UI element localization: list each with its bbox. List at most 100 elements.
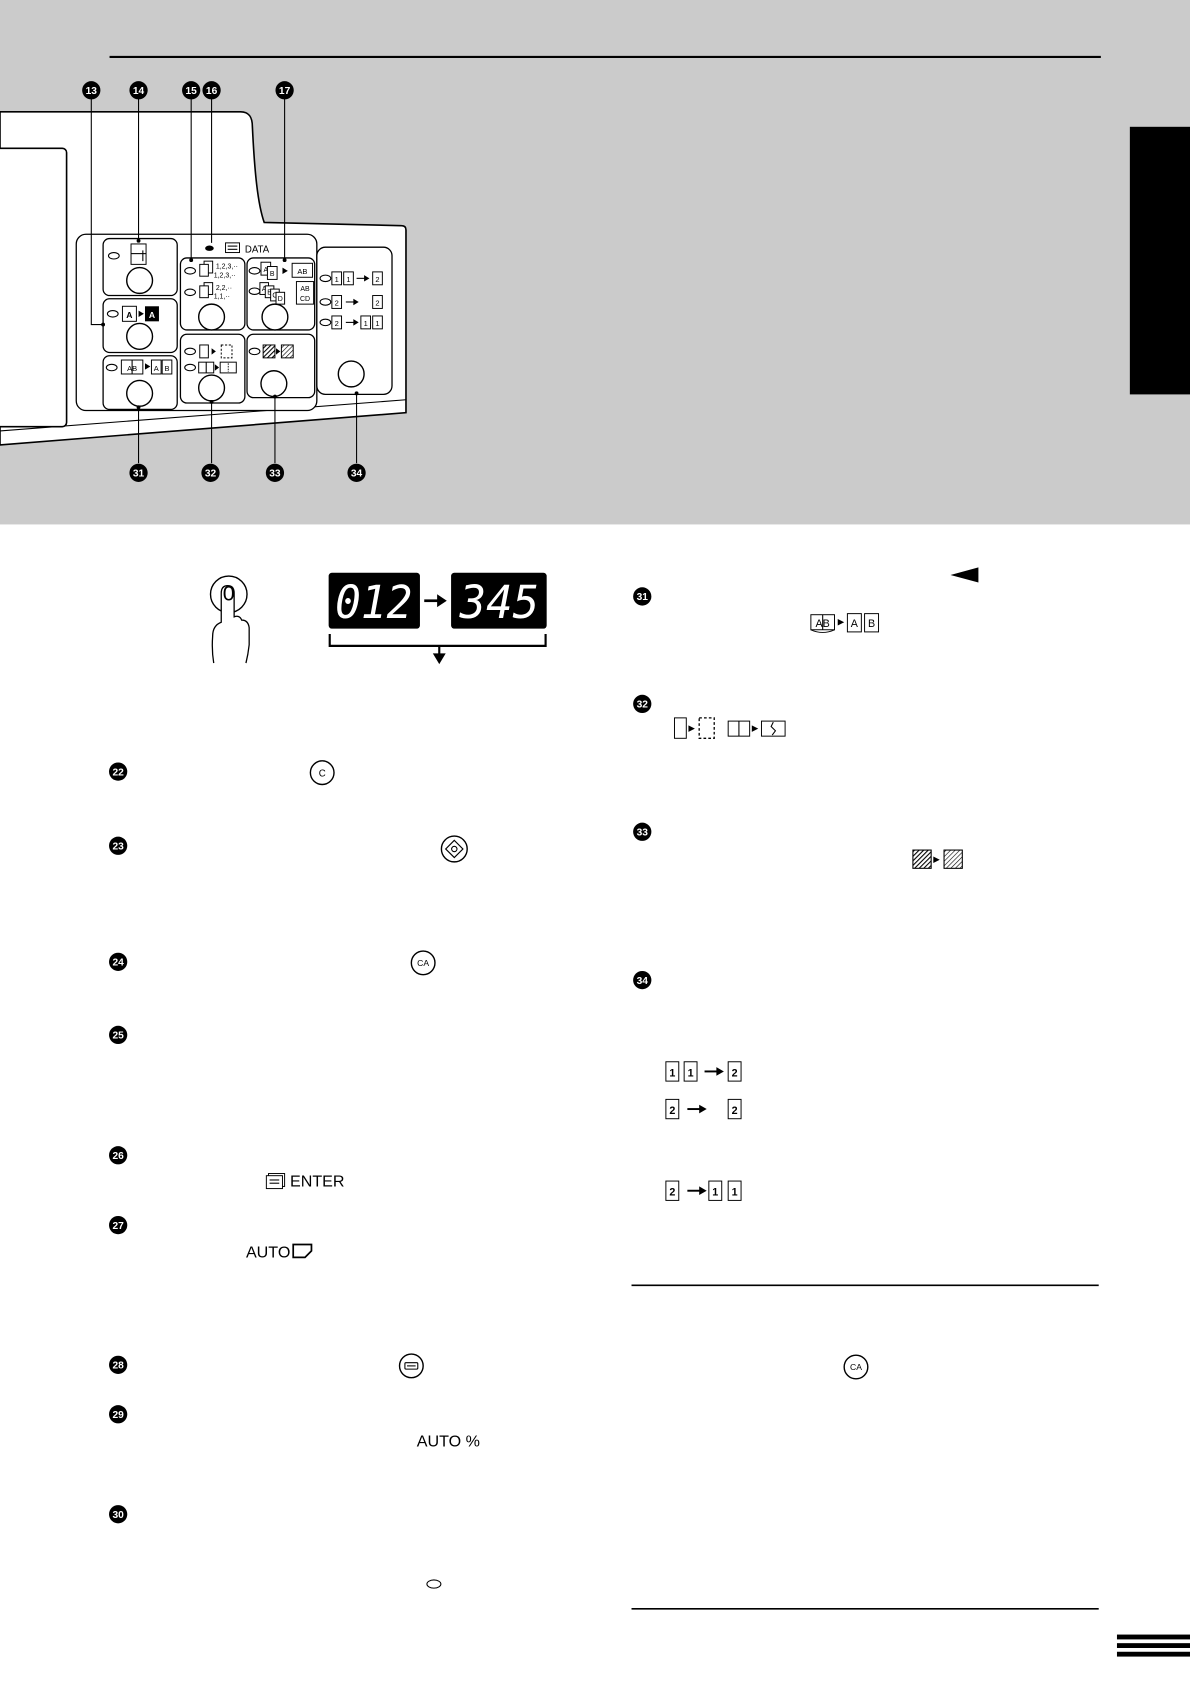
right-column: 31 AB A B 32 33 [631,567,1099,1610]
margin-shift-key [102,237,178,297]
svg-text:22: 22 [112,767,124,778]
svg-text:32: 32 [637,700,649,711]
indicator-led-icon [319,318,332,327]
icon-letter: C [272,293,277,300]
indicator-led-icon [319,298,332,306]
continued-marker-icon [950,567,979,583]
indicator-led-icon [184,267,197,275]
key-button [197,374,226,402]
icon-digit: 2 [669,1105,675,1117]
icon-letter: B [267,289,272,296]
svg-text:16: 16 [206,86,218,97]
data-card-icon [225,242,240,254]
key-button [261,303,289,331]
callout-34: 34 [347,463,366,482]
indicator-led-icon [184,363,197,372]
display-right-digits: 345 [459,576,539,629]
multi-shot-key: A B AB A B C D AB CD [246,257,316,331]
svg-text:26: 26 [112,1151,124,1162]
photo-icon [262,344,294,359]
copy-count-display: 012 345 [328,572,547,665]
duplex-key: 1 1 2 2 2 2 1 [316,246,393,396]
svg-text:17: 17 [279,86,291,97]
display-bracket [328,634,547,647]
center-erase-icon [727,720,786,737]
icon-letter: A [263,267,268,274]
reverse-icon-letter: A [126,310,132,320]
interrupt-key-icon [398,1353,424,1379]
key-button [126,322,154,350]
svg-text:24: 24 [112,958,124,969]
indicator-led-icon [105,363,118,372]
auto-paper-label: AUTO [246,1243,290,1261]
key-button [337,360,365,388]
clear-all-key-icon: CA [410,950,436,976]
key-button [260,370,288,398]
svg-text:13: 13 [86,86,98,97]
dual-page-icon: AB A B [120,359,173,375]
callout-13: 13 [82,81,101,100]
data-indicator: DATA [205,242,270,256]
indicator-led-icon [205,245,214,251]
icon-digit: 2 [669,1187,675,1199]
two-to-one-sided-icon: 2 1 1 [331,315,383,330]
callout-32: 32 [201,463,220,482]
paper-icon [292,1243,313,1259]
start-key-icon [440,835,468,863]
four-in-one-icon: A B C D AB CD [259,281,315,305]
icon-letters: CD [300,296,310,303]
icon-digit: 2 [335,299,339,308]
one-to-two-sided-icon: 1 1 2 [331,271,383,286]
auto-image-label: AUTO % [417,1432,480,1450]
left-column: 22 C 23 24 CA 25 26 ENTER 27 AUTO 28 [109,760,480,1589]
svg-text:27: 27 [112,1221,124,1232]
icon-digit: 2 [335,319,339,328]
indicator-led-icon [426,1579,442,1589]
display-window [0,147,68,428]
indicator-led-icon [184,288,197,297]
panel-lip [0,399,407,432]
display-arrow-head [437,594,447,608]
center-erase-icon [198,361,237,374]
zero-key-label: 0 [223,582,235,606]
clear-key-icon: C [309,760,335,786]
dual-page-icon-letters: AB [127,364,137,373]
icon-digit: 1 [712,1187,718,1199]
svg-text:34: 34 [637,976,649,987]
item-number-27: 27 [109,1215,128,1235]
svg-text:C: C [319,768,326,779]
svg-text:30: 30 [112,1510,124,1521]
section-tab [1129,126,1190,395]
leader-lines [90,98,359,464]
data-label: DATA [245,245,270,256]
reverse-icon-letter: A [149,310,155,320]
icon-letters: AB [816,618,830,630]
svg-text:33: 33 [637,828,649,839]
icon-letters: AB [300,286,310,293]
edge-erase-icon [673,717,715,739]
control-panel-diagram: A A AB A B [0,81,407,482]
callout-33: 33 [265,463,285,482]
group-label: 1,1,·· [214,294,230,301]
item-number-33: 33 [633,822,652,841]
two-to-two-sided-icon: 2 2 [665,1098,742,1120]
finger-press-icon [211,585,250,664]
icon-digit: 2 [375,299,379,308]
icon-letter: D [278,296,283,303]
icon-digit: 1 [346,275,350,284]
display-right [451,572,547,629]
icon-letters: AB [297,267,307,276]
svg-text:32: 32 [205,469,217,480]
display-left-digits: 012 [335,576,412,629]
margin-shift-icon [130,243,147,265]
clear-all-key-icon: CA [843,1354,869,1380]
svg-text:23: 23 [112,842,124,853]
callout-15: 15 [182,81,201,100]
icon-letter: B [270,271,275,278]
group-icon [199,282,214,299]
callout-16: 16 [202,81,221,100]
sort-group-key: 1,2,3,·· 1,2,3,·· 2,2,·· 1,1,·· [179,257,246,331]
one-to-two-sided-icon: 1 1 2 [665,1061,742,1082]
item-number-26: 26 [109,1146,128,1165]
